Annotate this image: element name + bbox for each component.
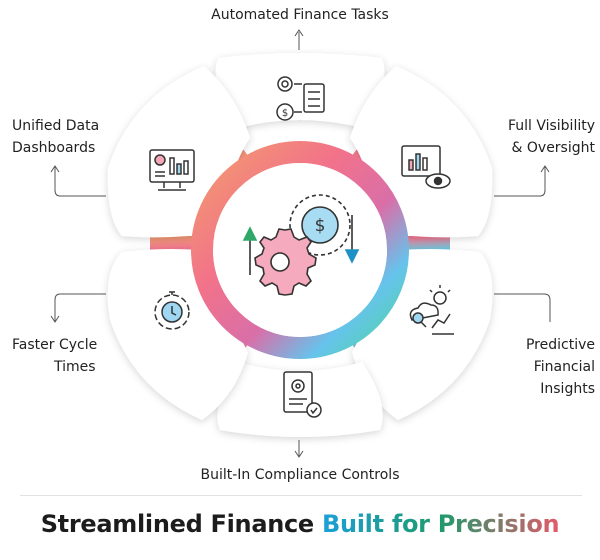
stopwatch-cycle-icon [154,291,190,330]
arrow-top-left [54,166,106,197]
gears-checklist-icon: $ [276,76,325,121]
document-gear-check-icon [283,371,322,418]
label-top: Automated Finance Tasks [211,7,389,23]
label-bottom-left: Faster Cycle Times [12,337,98,375]
divider [20,495,582,496]
arrow-bottom-left [54,293,106,322]
cloud-search-growth-chart-icon [409,285,454,335]
label-bottom-right: Predictive Financial Insights [525,337,595,397]
footer-title-accent: Built for Precision [321,510,560,538]
connector-lines [50,29,551,458]
svg-text:$: $ [282,108,288,119]
label-top-right: Full Visibility & Oversight [507,118,595,156]
arrow-bottom-right [494,293,551,322]
center-ring [191,141,409,359]
footer-title-dark: Streamlined Finance [40,510,315,538]
monitor-eye-chart-icon [401,145,451,189]
arrow-top-right [494,166,546,197]
label-top-left: Unified Data Dashboards [12,118,100,156]
footer-title: Streamlined Finance Built for Precision [0,510,600,538]
label-bottom: Built-In Compliance Controls [200,467,400,483]
gear-dollar-cycle-icon: $ [242,194,360,296]
monitor-dashboard-icon [149,149,195,191]
center-dollar-symbol: $ [315,216,326,236]
segment-top [215,53,385,128]
